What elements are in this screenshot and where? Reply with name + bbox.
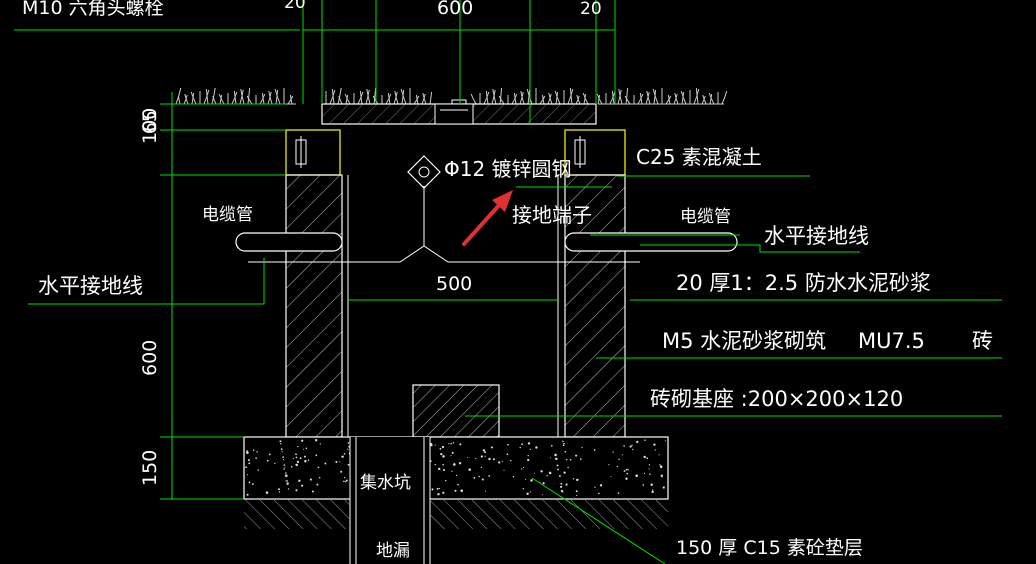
ground-terminal: [407, 155, 441, 189]
dim-top-left: 20: [284, 0, 306, 13]
concrete-cap-right: [564, 129, 626, 176]
dim-v-65: 65: [139, 110, 161, 134]
label-sump: 集水坑: [360, 473, 411, 493]
label-ground-wire-left: 水平接地线: [38, 274, 143, 298]
label-rebar: Φ12 镀锌圆钢: [444, 157, 572, 181]
concrete-cap-left: [285, 129, 341, 176]
cable-pipe-left: [235, 232, 343, 252]
label-masonry-left: M5 水泥砂浆砌筑: [662, 329, 826, 353]
label-cable-pipe-left: 电缆管: [202, 205, 253, 225]
earth-below: [244, 499, 668, 529]
label-cushion: 150 厚 C15 素砼垫层: [676, 537, 863, 559]
cable-pipe-right: [564, 232, 738, 252]
brick-wall-right: [564, 174, 626, 438]
label-floor-drain: 地漏: [376, 541, 410, 561]
text-labels: M10 六角头螺栓 20 600 20 Φ12 镀锌圆钢 C25 素混凝土 接地…: [22, 0, 993, 561]
label-ground-terminal: 接地端子: [512, 203, 592, 227]
dim-top-mid: 600: [437, 0, 473, 19]
label-masonry-mid: MU7.5: [858, 329, 925, 353]
dim-v-100: 100: [139, 108, 161, 144]
brick-base: [412, 384, 500, 438]
label-top-bolt: M10 六角头螺栓: [22, 0, 164, 19]
label-waterproof-mortar: 20 厚1：2.5 防水水泥砂浆: [676, 271, 931, 295]
label-concrete-cover: C25 素混凝土: [636, 145, 762, 169]
inner-lining: [347, 175, 559, 437]
dim-v-600: 600: [139, 340, 161, 376]
leaders: [14, 0, 1002, 564]
label-ground-wire-right: 水平接地线: [764, 224, 869, 248]
grass-ground: [175, 87, 728, 105]
cover-slab: [321, 99, 597, 125]
ground-wire: [248, 186, 640, 263]
label-masonry-right: 砖: [972, 329, 993, 353]
concrete-cushion: [243, 436, 669, 564]
dim-inner-width: 500: [436, 273, 472, 295]
dim-v-150: 150: [139, 450, 161, 486]
brick-wall-left: [285, 174, 343, 438]
label-brick-base: 砖砌基座 :200×200×120: [650, 387, 903, 411]
red-arrow: [462, 190, 513, 246]
dim-top-right: 20: [580, 0, 602, 19]
label-cable-pipe-right: 电缆管: [680, 207, 731, 227]
